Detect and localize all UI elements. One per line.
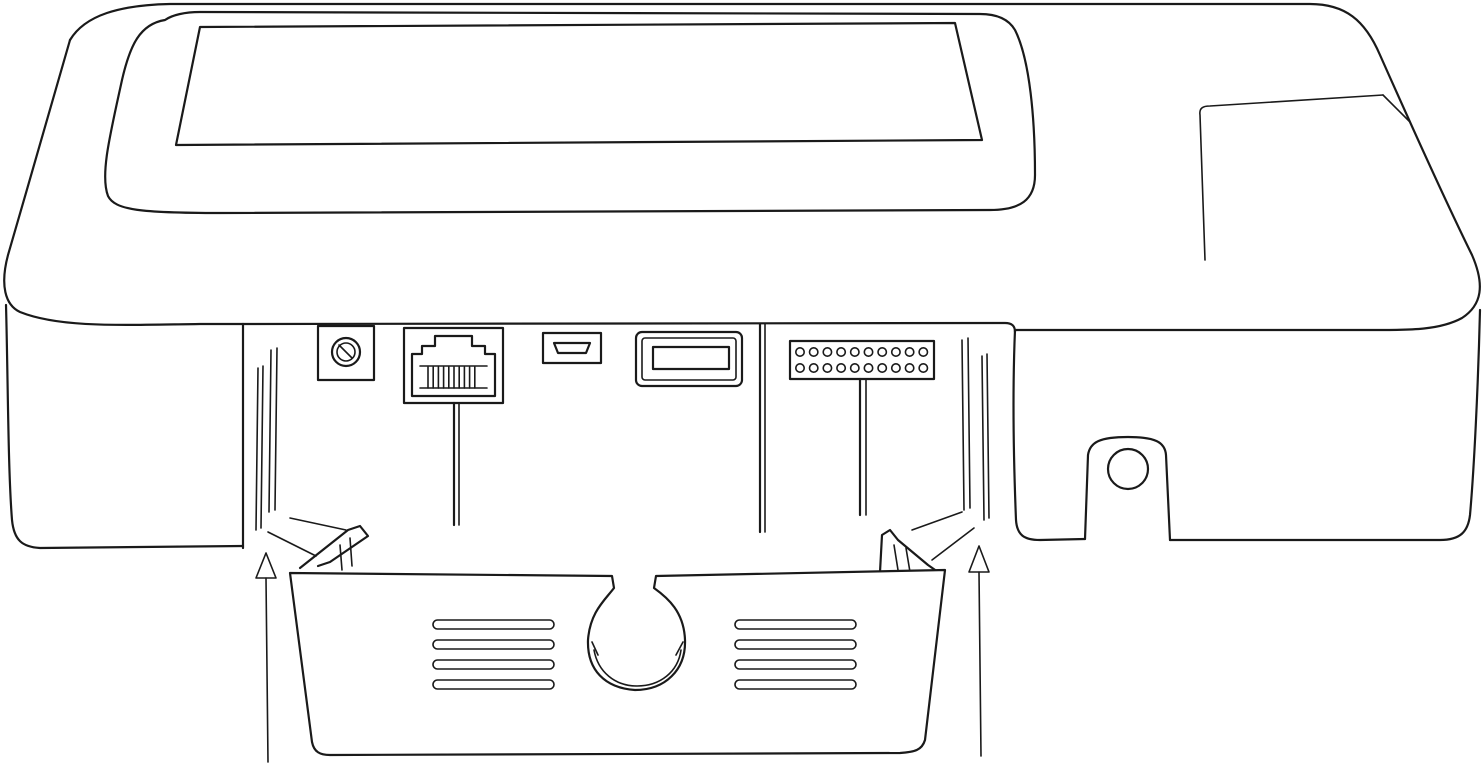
header-pin (863, 346, 874, 357)
left-clip-detail (267, 517, 370, 571)
pin-header-icon (788, 339, 936, 517)
header-pin (822, 362, 833, 373)
header-pin (877, 362, 888, 373)
header-pin (822, 346, 833, 357)
left-clip-arrow-icon (255, 552, 277, 763)
right-clip-arrow-icon (968, 545, 990, 757)
vent-slot (432, 679, 555, 690)
header-pin (836, 346, 847, 357)
header-pin (849, 362, 860, 373)
vent-slot (734, 659, 857, 670)
vent-slot (432, 659, 555, 670)
header-pin (918, 346, 929, 357)
vent-slot (432, 639, 555, 650)
header-pin (836, 362, 847, 373)
hdmi-port-icon (541, 331, 603, 365)
device-housing (3, 2, 1482, 550)
power-jack-icon (316, 324, 376, 382)
header-pin (808, 346, 819, 357)
rear-port-panel (241, 321, 1017, 550)
vent-slot (734, 639, 857, 650)
header-pin (918, 362, 929, 373)
header-pin (794, 346, 805, 357)
header-pin (849, 346, 860, 357)
usb-port-icon (634, 330, 744, 388)
header-pin (904, 362, 915, 373)
header-pin (890, 346, 901, 357)
vent-slot (734, 619, 857, 630)
display-window (104, 10, 1037, 215)
ethernet-port-icon (402, 326, 505, 527)
header-pin (794, 362, 805, 373)
header-pin (904, 346, 915, 357)
port-cover (288, 568, 947, 757)
vent-slot (734, 679, 857, 690)
right-clip-detail (878, 511, 975, 574)
header-pin (890, 362, 901, 373)
header-pin (877, 346, 888, 357)
header-pin (863, 362, 874, 373)
header-pin (808, 362, 819, 373)
mounting-hole-icon (1106, 447, 1150, 491)
vent-slot (432, 619, 555, 630)
